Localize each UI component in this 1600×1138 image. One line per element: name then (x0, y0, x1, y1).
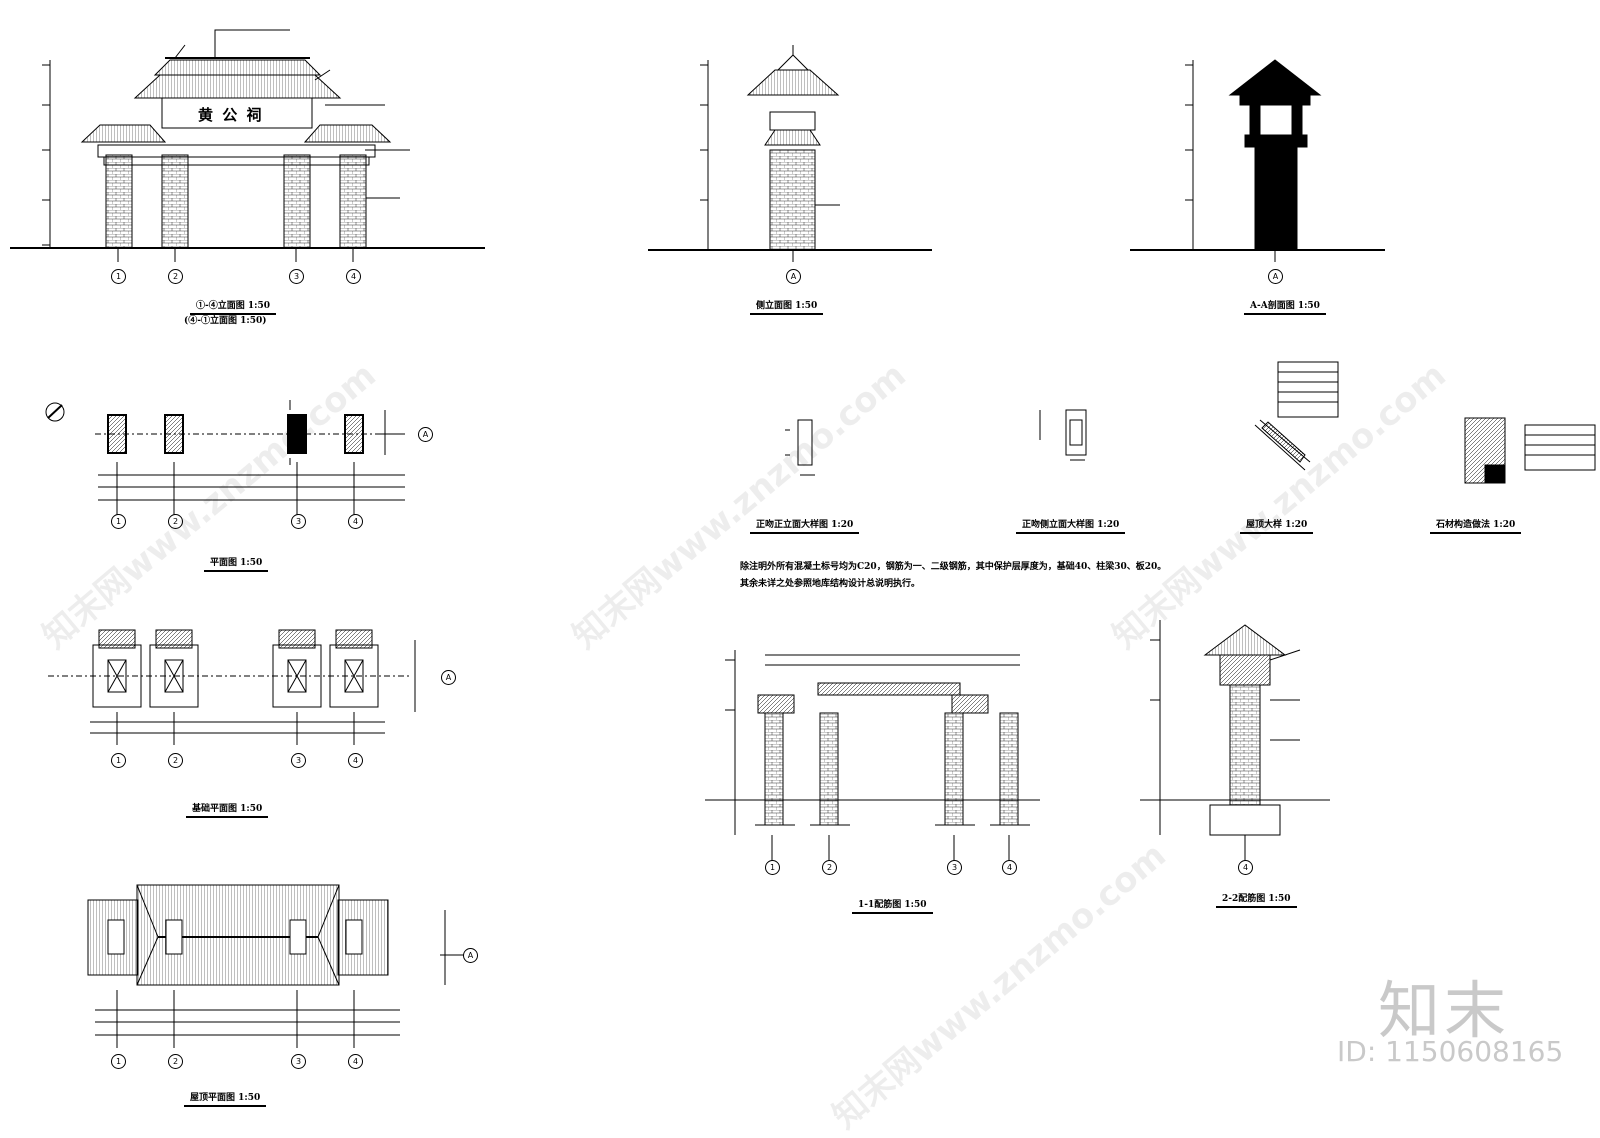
caption-rear-elevation: (④-①立面图 1:50) (184, 316, 267, 326)
caption-roof-plan: 屋顶平面图 1:50 (183, 1090, 267, 1107)
grid-bubble-rebar-3: 3 (947, 860, 962, 875)
grid-bubble-plan-a: A (418, 427, 433, 442)
cad-drawing-sheet (10, 29, 1596, 1048)
grid-bubble-found-a: A (441, 670, 456, 685)
roof-plan-drawing (87, 884, 465, 1048)
grid-bubble-a-side: A (786, 269, 801, 284)
plan-drawing (45, 400, 405, 515)
grid-bubble-plan-2: 2 (168, 514, 183, 529)
general-note-line-1: 除注明外所有混凝土标号均为C20，钢筋为一、二级钢筋，其中保护层厚度为，基础40… (740, 562, 1167, 572)
grid-bubble-rebar-2: 2 (822, 860, 837, 875)
grid-bubble-3: 3 (289, 269, 304, 284)
grid-bubble-plan-3: 3 (291, 514, 306, 529)
grid-bubble-2: 2 (168, 269, 183, 284)
grid-bubble-found-4: 4 (348, 753, 363, 768)
rebar-2-2-drawing (1140, 620, 1330, 862)
grid-bubble-1: 1 (111, 269, 126, 284)
caption-front-elevation: ①-④立面图 1:50 (190, 298, 276, 315)
side-elevation-drawing (648, 45, 932, 262)
foundation-plan-drawing (48, 629, 416, 745)
watermark-logo: 知末 (1378, 974, 1511, 1047)
grid-bubble-a-section: A (1268, 269, 1283, 284)
grid-bubble-roof-1: 1 (111, 1054, 126, 1069)
caption-section-aa: A-A剖面图 1:50 (1244, 298, 1326, 315)
caption-roof-detail: 屋顶大样 1:20 (1239, 517, 1314, 534)
grid-bubble-found-1: 1 (111, 753, 126, 768)
section-aa-drawing (1130, 59, 1385, 262)
watermark-id: ID: 1150608165 (1337, 1035, 1564, 1068)
caption-foundation-plan: 基础平面图 1:50 (185, 801, 269, 818)
caption-ridge-front-detail: 正吻正立面大样图 1:20 (749, 517, 860, 534)
caption-rebar-1-1: 1-1配筋图 1:50 (852, 897, 932, 914)
grid-bubble-roof-a: A (463, 948, 478, 963)
front-elevation-drawing (10, 29, 485, 262)
grid-bubble-roof-4: 4 (348, 1054, 363, 1069)
grid-bubble-roof-3: 3 (291, 1054, 306, 1069)
plaque-text: 黄 公 祠 (198, 106, 264, 124)
grid-bubble-found-2: 2 (168, 753, 183, 768)
detail-drawings (785, 361, 1596, 484)
general-note-line-2: 其余未详之处参照地库结构设计总说明执行。 (740, 579, 921, 589)
grid-bubble-rebar-4: 4 (1002, 860, 1017, 875)
grid-bubble-rebar2-4: 4 (1238, 860, 1253, 875)
grid-bubble-found-3: 3 (291, 753, 306, 768)
grid-bubble-plan-4: 4 (348, 514, 363, 529)
caption-plan: 平面图 1:50 (203, 555, 269, 572)
caption-ridge-side-detail: 正吻侧立面大样图 1:20 (1015, 517, 1126, 534)
grid-bubble-4: 4 (346, 269, 361, 284)
rebar-1-1-drawing (705, 650, 1040, 862)
caption-rebar-2-2: 2-2配筋图 1:50 (1216, 891, 1296, 908)
grid-bubble-plan-1: 1 (111, 514, 126, 529)
caption-side-elevation: 侧立面图 1:50 (749, 298, 824, 315)
grid-bubble-rebar-1: 1 (765, 860, 780, 875)
caption-stone-detail: 石材构造做法 1:20 (1429, 517, 1522, 534)
grid-bubble-roof-2: 2 (168, 1054, 183, 1069)
